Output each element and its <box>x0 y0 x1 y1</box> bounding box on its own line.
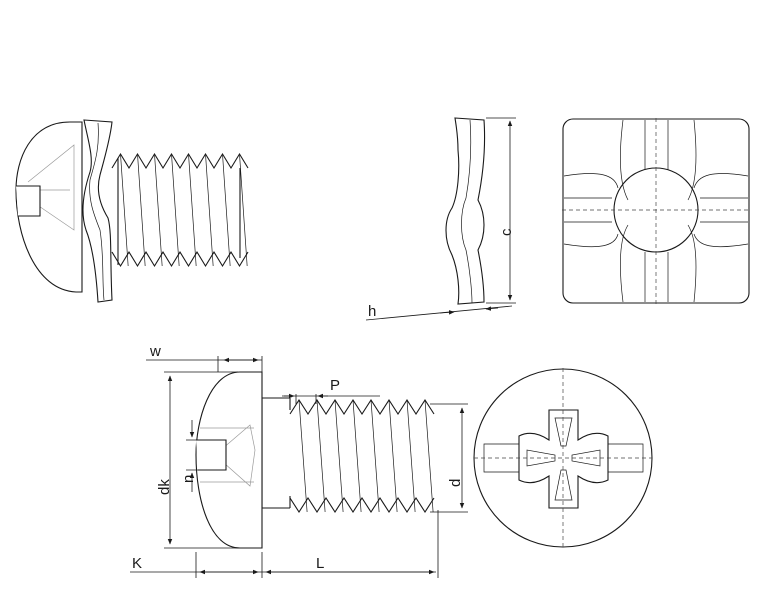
top-screw-thread <box>111 152 249 268</box>
screw-head-top-view <box>473 368 653 548</box>
sems-screw-side-view <box>15 119 249 303</box>
label-dk: dk <box>156 479 173 495</box>
bottom-screw-thread <box>289 398 435 514</box>
square-washer-end-view <box>562 118 750 304</box>
label-n: n <box>180 475 197 483</box>
label-P: P <box>330 377 340 394</box>
pan-head-screw-side-view <box>195 371 435 549</box>
washer-cross-section <box>445 117 486 305</box>
label-K: K <box>132 555 142 572</box>
label-L: L <box>316 555 324 572</box>
label-h: h <box>368 303 376 320</box>
label-w: w <box>149 343 161 360</box>
label-c: c <box>498 228 515 236</box>
label-d: d <box>447 479 464 487</box>
